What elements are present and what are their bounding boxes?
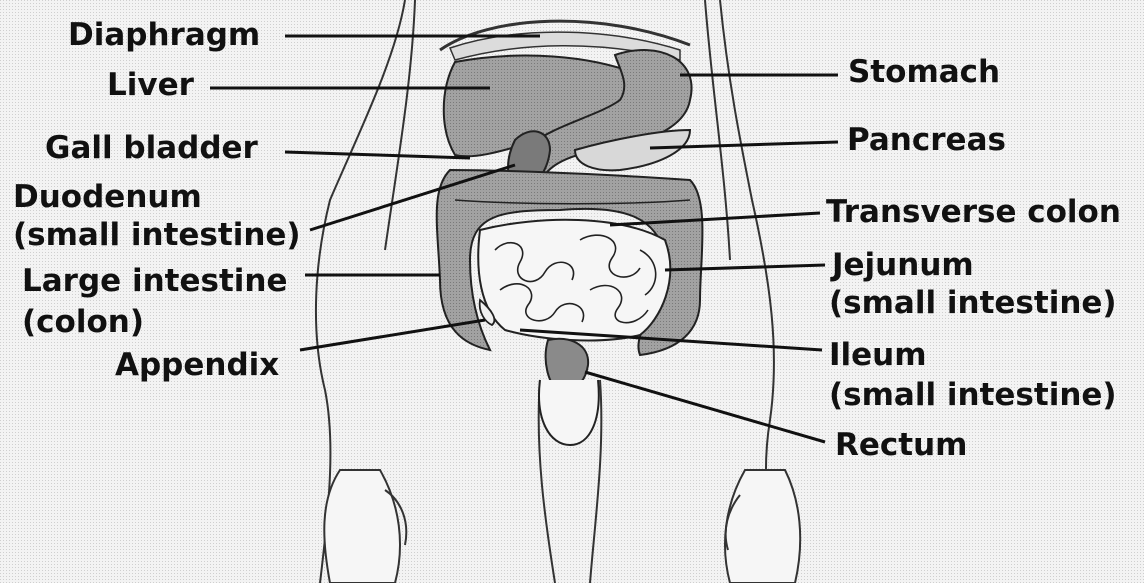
label-rectum: Rectum xyxy=(835,428,967,462)
label-appendix: Appendix xyxy=(115,348,279,382)
label-stomach: Stomach xyxy=(848,55,1000,89)
label-pancreas: Pancreas xyxy=(847,123,1006,157)
label-duodenum: Duodenum xyxy=(13,180,202,214)
small-intestine-organ xyxy=(478,220,670,341)
label-jejunum-sub: (small intestine) xyxy=(829,286,1117,320)
label-colon: (colon) xyxy=(22,305,144,339)
label-jejunum: Jejunum xyxy=(832,248,974,282)
label-duodenum-sub: (small intestine) xyxy=(13,218,301,252)
label-ileum-sub: (small intestine) xyxy=(829,378,1117,412)
label-transverse-colon: Transverse colon xyxy=(826,195,1121,229)
label-diaphragm: Diaphragm xyxy=(68,18,260,52)
right-hand xyxy=(725,470,800,583)
label-large-intestine: Large intestine xyxy=(22,264,288,298)
label-liver: Liver xyxy=(107,68,194,102)
label-ileum: Ileum xyxy=(829,338,927,372)
label-gall-bladder: Gall bladder xyxy=(45,131,258,165)
